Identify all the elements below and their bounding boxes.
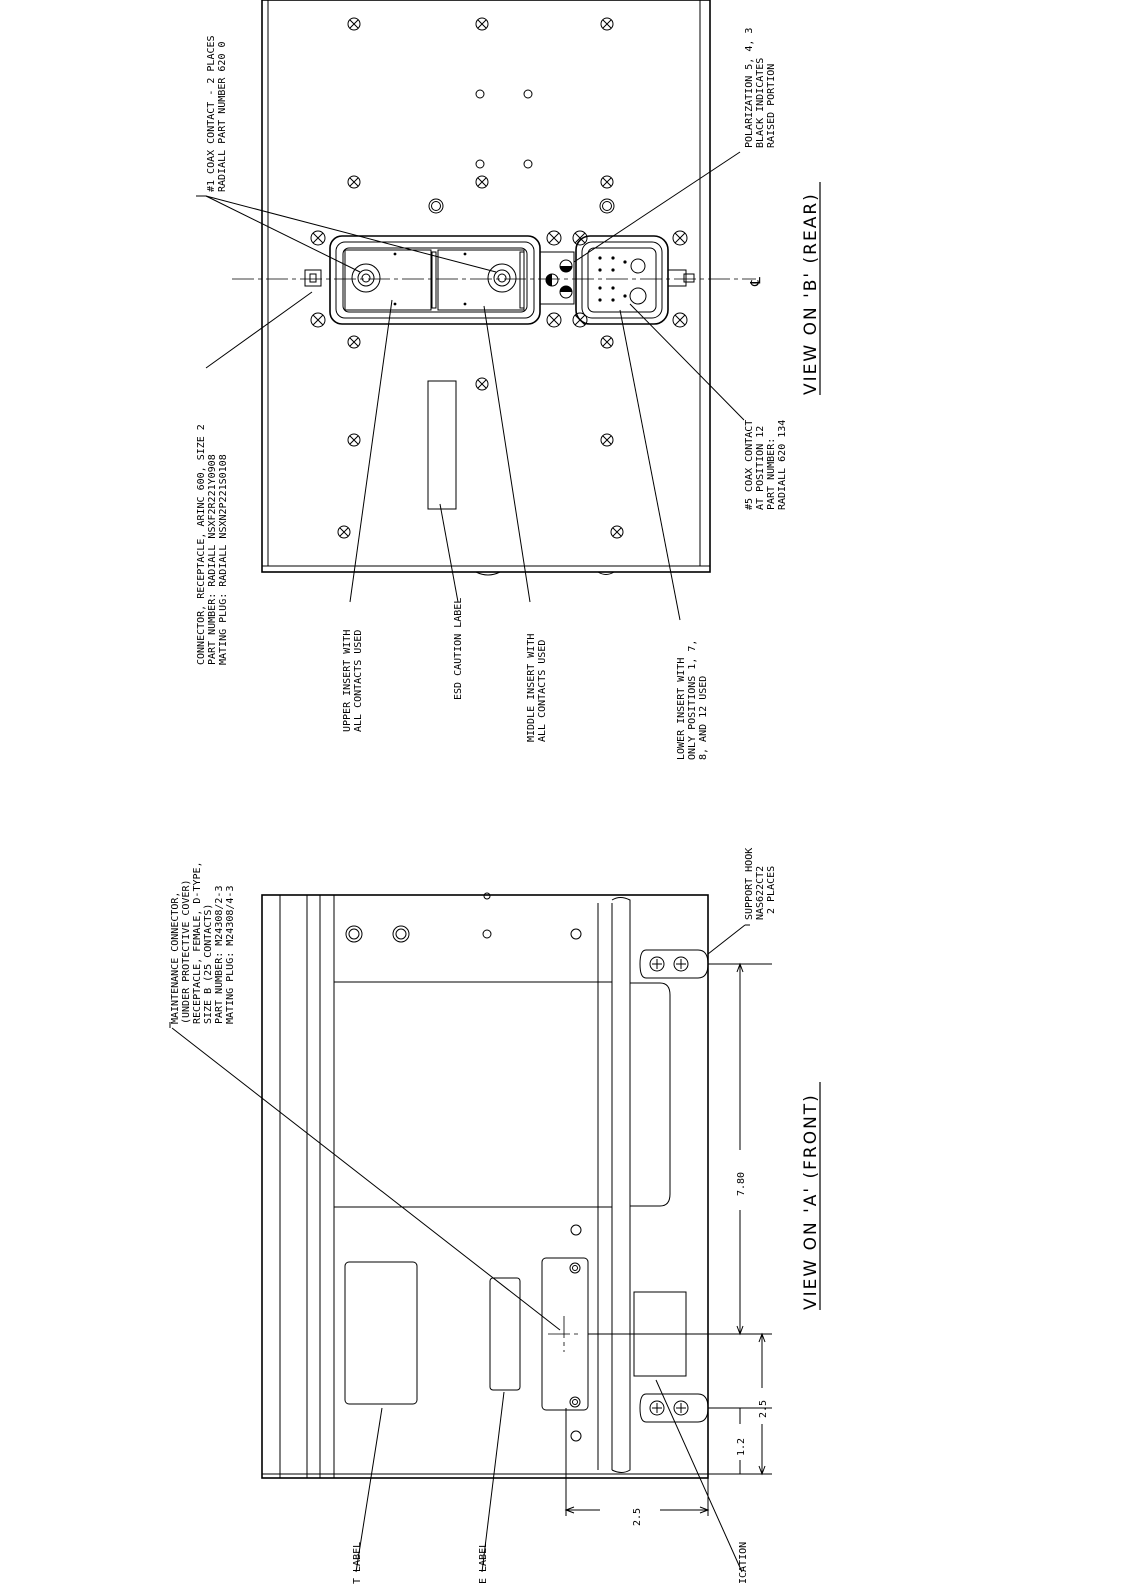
coax-contact-note: #1 COAX CONTACT - 2 PLACES RADIALL PART …: [206, 35, 228, 192]
svg-text:SIZE B (25 CONTACTS): SIZE B (25 CONTACTS): [203, 904, 214, 1024]
svg-text:CONNECTOR, RECEPTACLE, ARINC 6: CONNECTOR, RECEPTACLE, ARINC 600, SIZE 2: [196, 424, 207, 665]
svg-text:ONLY POSITIONS 1, 7,: ONLY POSITIONS 1, 7,: [687, 640, 698, 760]
coax5-note: #5 COAX CONTACT AT POSITION 12 PART NUMB…: [744, 420, 788, 510]
svg-text:#1 COAX CONTACT - 2 PLACES: #1 COAX CONTACT - 2 PLACES: [206, 35, 217, 192]
middle-insert-note: MIDDLE INSERT WITH ALL CONTACTS USED: [526, 634, 548, 742]
rear-holes: [428, 89, 615, 214]
connector-note: CONNECTOR, RECEPTACLE, ARINC 600, SIZE 2…: [196, 424, 229, 665]
view-b-leaders: [196, 151, 745, 621]
svg-text:PART NUMBER:: PART NUMBER:: [766, 438, 777, 510]
front-label-1-text: T LABEL: [352, 1542, 363, 1584]
front-label-2-text: E LABEL: [478, 1542, 489, 1584]
upper-insert-note: UPPER INSERT WITH ALL CONTACTS USED: [342, 630, 364, 732]
view-a-leaders: [169, 924, 750, 1573]
svg-text:#5 COAX CONTACT: #5 COAX CONTACT: [744, 420, 755, 510]
svg-text:NAS622CT2: NAS622CT2: [755, 866, 766, 920]
view-b-title: VIEW ON 'B' (REAR): [801, 192, 821, 395]
dimension-7-80: 7.80: [736, 1172, 747, 1196]
svg-text:RADIALL PART NUMBER 620 0: RADIALL PART NUMBER 620 0: [217, 41, 228, 192]
support-hook-note: SUPPORT HOOK NAS622CT2 2 PLACES: [744, 848, 777, 920]
lower-insert: [575, 235, 669, 325]
esd-caution-label-box: [427, 380, 457, 510]
svg-text:ESD CAUTION LABEL: ESD CAUTION LABEL: [453, 598, 464, 700]
svg-text:MAINTENANCE CONNECTOR,: MAINTENANCE CONNECTOR,: [170, 892, 181, 1024]
svg-text:RECEPTACLE, FEMALE, D-TYPE,: RECEPTACLE, FEMALE, D-TYPE,: [192, 861, 203, 1024]
view-a-title: VIEW ON 'A' (FRONT): [801, 1093, 821, 1310]
svg-text:BLACK INDICATES: BLACK INDICATES: [755, 58, 766, 148]
view-b-rear: [232, 0, 756, 576]
svg-text:8, AND 12 USED: 8, AND 12 USED: [698, 676, 709, 760]
dimension-1-2: 1.2: [736, 1438, 747, 1456]
maintenance-connector-note: MAINTENANCE CONNECTOR, (UNDER PROTECTIVE…: [170, 861, 236, 1024]
svg-text:PART NUMBER: RADIALL NSXF2R221: PART NUMBER: RADIALL NSXF2R221Y0908: [207, 454, 218, 665]
svg-text:(UNDER PROTECTIVE COVER): (UNDER PROTECTIVE COVER): [181, 880, 192, 1025]
front-panel-outline: [261, 894, 709, 1479]
svg-text:AT POSITION 12: AT POSITION 12: [755, 426, 766, 510]
polarization-note: POLARIZATION 5, 4, 3 BLACK INDICATES RAI…: [744, 28, 777, 148]
coax-contact-middle: [487, 263, 517, 293]
svg-text:PART NUMBER: M24308/2-3: PART NUMBER: M24308/2-3: [214, 886, 225, 1024]
rear-screws: [310, 17, 688, 539]
esd-label-note: ESD CAUTION LABEL: [453, 598, 464, 700]
svg-text:RAISED PORTION: RAISED PORTION: [766, 64, 777, 148]
svg-text:LOWER INSERT WITH: LOWER INSERT WITH: [676, 658, 687, 760]
svg-text:MATING PLUG: RADIALL NSXN2P221: MATING PLUG: RADIALL NSXN2P221S0108: [218, 454, 229, 665]
front-holes: [345, 892, 582, 1442]
front-label-3-text: ICATION: [738, 1542, 749, 1584]
front-label-box-2: [489, 1277, 521, 1391]
support-hook-upper: [639, 949, 709, 979]
lower-insert-note: LOWER INSERT WITH ONLY POSITIONS 1, 7, 8…: [676, 640, 709, 760]
svg-text:MATING PLUG: M24308/4-3: MATING PLUG: M24308/4-3: [225, 886, 236, 1024]
svg-text:POLARIZATION 5, 4, 3: POLARIZATION 5, 4, 3: [744, 28, 755, 148]
dimension-2-5-right: 2.5: [758, 1400, 769, 1418]
svg-text:ALL CONTACTS USED: ALL CONTACTS USED: [537, 640, 548, 742]
arinc-connector: [329, 235, 541, 325]
polarization-keys: [539, 251, 575, 305]
support-hook-lower: [639, 1393, 709, 1423]
svg-text:ALL CONTACTS USED: ALL CONTACTS USED: [353, 630, 364, 732]
svg-text:MIDDLE INSERT WITH: MIDDLE INSERT WITH: [526, 634, 537, 742]
svg-text:UPPER INSERT WITH: UPPER INSERT WITH: [342, 630, 353, 732]
upper-insert: [344, 249, 432, 311]
rear-panel-outline: [261, 0, 711, 573]
front-label-box-1: [344, 1261, 418, 1405]
coax-contact-upper: [351, 263, 381, 293]
centerline-symbol: ℄: [748, 277, 764, 287]
svg-text:2 PLACES: 2 PLACES: [766, 866, 777, 914]
svg-text:RADIALL 620 134: RADIALL 620 134: [777, 420, 788, 510]
svg-text:SUPPORT HOOK: SUPPORT HOOK: [744, 848, 755, 920]
view-a-dimensions: [564, 962, 772, 1516]
dimension-2-5-bottom: 2.5: [632, 1508, 643, 1526]
